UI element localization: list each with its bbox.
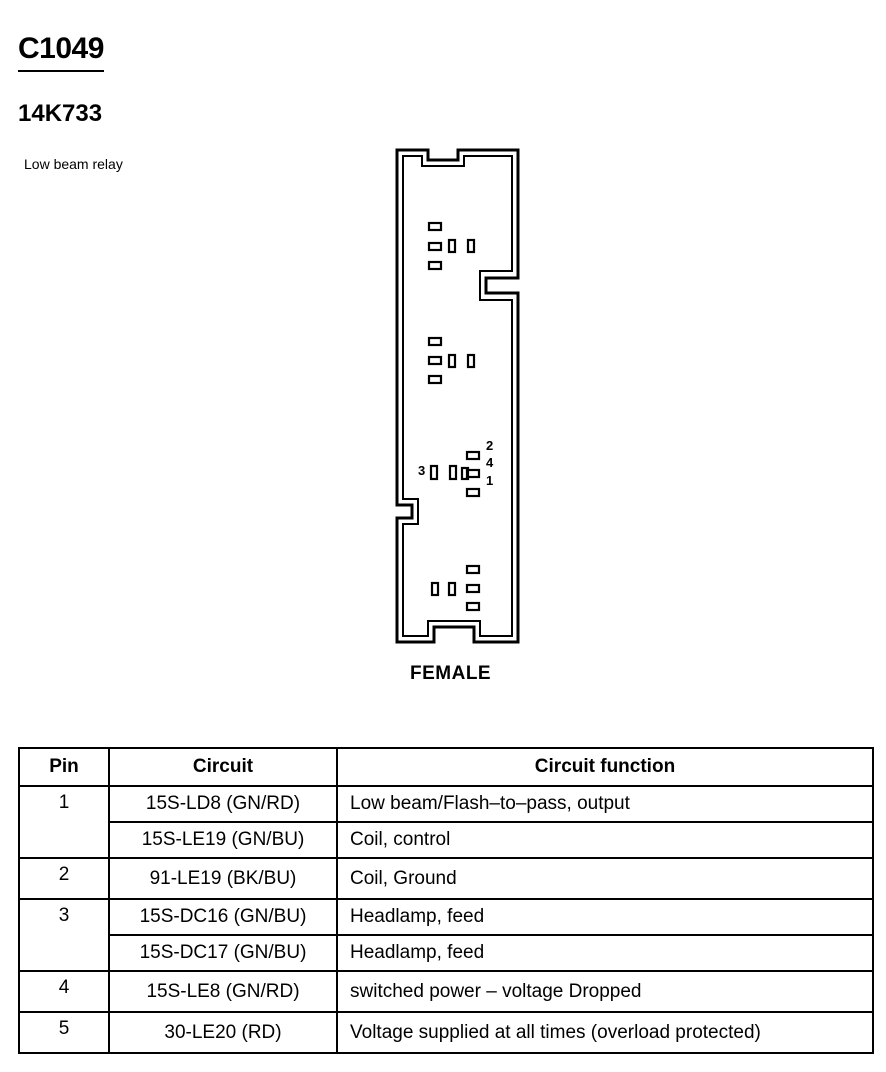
terminal-slot-pin-4 <box>465 468 481 479</box>
function-cell: Headlamp, feed <box>336 898 874 936</box>
function-cell: Voltage supplied at all times (overload … <box>336 1011 874 1054</box>
pin-label-4: 4 <box>486 455 494 470</box>
pin-label-1: 1 <box>486 473 493 488</box>
connector-outline-outer <box>395 148 520 644</box>
terminal-slot <box>427 260 443 271</box>
connector-id: C1049 <box>18 32 104 72</box>
terminal-slot <box>447 581 457 597</box>
terminal-slot <box>427 374 443 385</box>
terminal-slot <box>427 355 443 366</box>
circuit-cell: 15S-LD8 (GN/RD) <box>108 785 338 823</box>
connector-gender-label: FEMALE <box>410 663 492 684</box>
terminal-slot <box>466 353 476 369</box>
terminal-slot <box>427 336 443 347</box>
pin-cell: 5 <box>18 1011 110 1054</box>
terminal-slot-pin-2 <box>465 450 481 461</box>
circuit-cell: 15S-DC17 (GN/BU) <box>108 934 338 972</box>
table-row: 15S-LE19 (GN/BU) Coil, control <box>19 821 874 859</box>
terminal-slot <box>466 238 476 254</box>
terminal-slot <box>447 238 457 254</box>
circuit-cell: 30-LE20 (RD) <box>108 1011 338 1054</box>
function-cell: Headlamp, feed <box>336 934 874 972</box>
pin-cell: 1 <box>18 785 110 859</box>
terminal-slot <box>430 581 440 597</box>
terminal-slot <box>427 241 443 252</box>
function-cell: Coil, Ground <box>336 857 874 900</box>
part-number: 14K733 <box>18 100 103 127</box>
table-row: 15S-DC17 (GN/BU) Headlamp, feed <box>19 934 874 972</box>
circuit-cell: 15S-LE19 (GN/BU) <box>108 821 338 859</box>
pin-label-2: 2 <box>486 438 493 453</box>
circuit-cell: 91-LE19 (BK/BU) <box>108 857 338 900</box>
header-circuit: Circuit <box>108 747 338 787</box>
pin-cell: 3 <box>18 898 110 972</box>
circuit-cell: 15S-DC16 (GN/BU) <box>108 898 338 936</box>
pin-label-3: 3 <box>418 463 425 478</box>
header-circuit-function: Circuit function <box>336 747 874 787</box>
terminal-slot-pin-3 <box>429 464 439 481</box>
terminal-slot-pin-1 <box>465 487 481 498</box>
table-row: 3 15S-DC16 (GN/BU) Headlamp, feed <box>18 898 874 972</box>
function-cell: switched power – voltage Dropped <box>336 970 874 1013</box>
terminal-slot <box>447 353 457 369</box>
table-row: 2 91-LE19 (BK/BU) Coil, Ground <box>18 857 874 900</box>
terminal-slot <box>427 221 443 232</box>
terminal-slot <box>448 464 458 481</box>
table-row: 1 15S-LD8 (GN/RD) Low beam/Flash–to–pass… <box>18 785 874 859</box>
header-pin: Pin <box>18 747 110 787</box>
pin-cell: 4 <box>18 970 110 1013</box>
pin-cell: 2 <box>18 857 110 900</box>
connector-face-diagram: 2 4 1 3 <box>395 148 520 644</box>
terminal-slot <box>465 583 481 594</box>
connector-description: Low beam relay <box>24 156 123 172</box>
connector-outline-inner <box>402 155 513 637</box>
table-header-row: Pin Circuit Circuit function <box>18 747 874 787</box>
table-row: 4 15S-LE8 (GN/RD) switched power – volta… <box>18 970 874 1013</box>
terminal-slot <box>465 601 481 612</box>
circuit-cell: 15S-LE8 (GN/RD) <box>108 970 338 1013</box>
pinout-table: Pin Circuit Circuit function 1 15S-LD8 (… <box>18 747 874 1054</box>
function-cell: Low beam/Flash–to–pass, output <box>336 785 874 823</box>
table-row: 5 30-LE20 (RD) Voltage supplied at all t… <box>18 1011 874 1054</box>
function-cell: Coil, control <box>336 821 874 859</box>
terminal-slot <box>465 564 481 575</box>
